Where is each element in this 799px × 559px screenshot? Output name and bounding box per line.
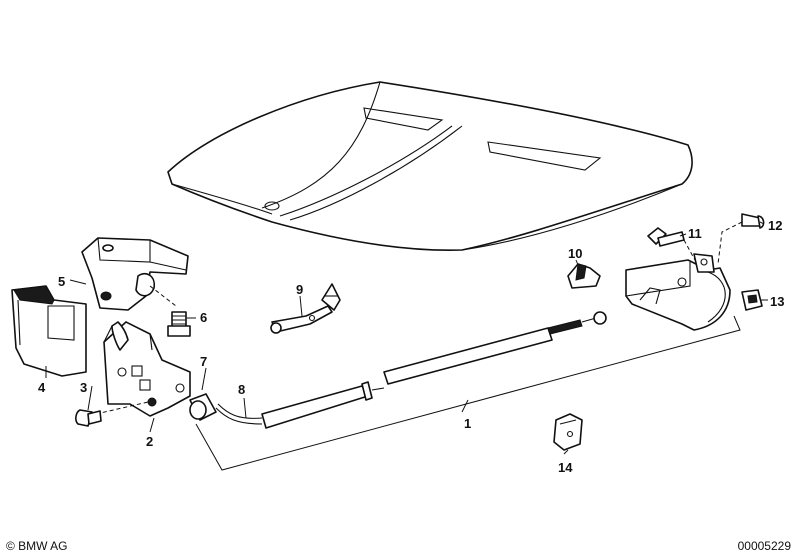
hex-bolt-part	[149, 285, 191, 337]
callout-7: 7	[200, 354, 207, 369]
screw-part	[75, 401, 149, 427]
callout-6: 6	[200, 310, 207, 325]
latch-bracket-part	[81, 237, 189, 311]
callout-2: 2	[146, 434, 153, 449]
hood-illustration	[167, 81, 693, 251]
callout-8: 8	[238, 382, 245, 397]
cable-sleeve-part	[189, 393, 217, 421]
callout-4: 4	[38, 380, 46, 395]
callout-12: 12	[768, 218, 782, 233]
copyright-notice: © BMW AG	[6, 539, 68, 553]
clip-nut-part	[741, 289, 763, 311]
latch-plate-part	[103, 321, 191, 417]
bowden-cable-part	[215, 311, 607, 429]
mounting-bracket-part	[625, 253, 731, 331]
assembly-bracket-line	[195, 315, 741, 471]
callout-10: 10	[568, 246, 582, 261]
callout-1: 1	[464, 416, 471, 431]
callout-labels: 1 2 3 4 5 6 7 8 9 10 11 12 13 14	[38, 218, 784, 475]
diagram-number: 00005229	[737, 539, 791, 553]
callout-9: 9	[296, 282, 303, 297]
lever-rod-part	[270, 283, 341, 334]
callout-11: 11	[688, 226, 702, 241]
cable-clamp-part	[553, 413, 583, 451]
callout-13: 13	[770, 294, 784, 309]
clip-part	[567, 263, 601, 289]
latch-cover-part	[11, 285, 87, 377]
leader-lines	[45, 221, 768, 455]
callout-5: 5	[58, 274, 65, 289]
bracket-screw-part	[647, 227, 697, 263]
locking-pin-part	[717, 213, 765, 265]
callout-14: 14	[558, 460, 573, 475]
callout-3: 3	[80, 380, 87, 395]
